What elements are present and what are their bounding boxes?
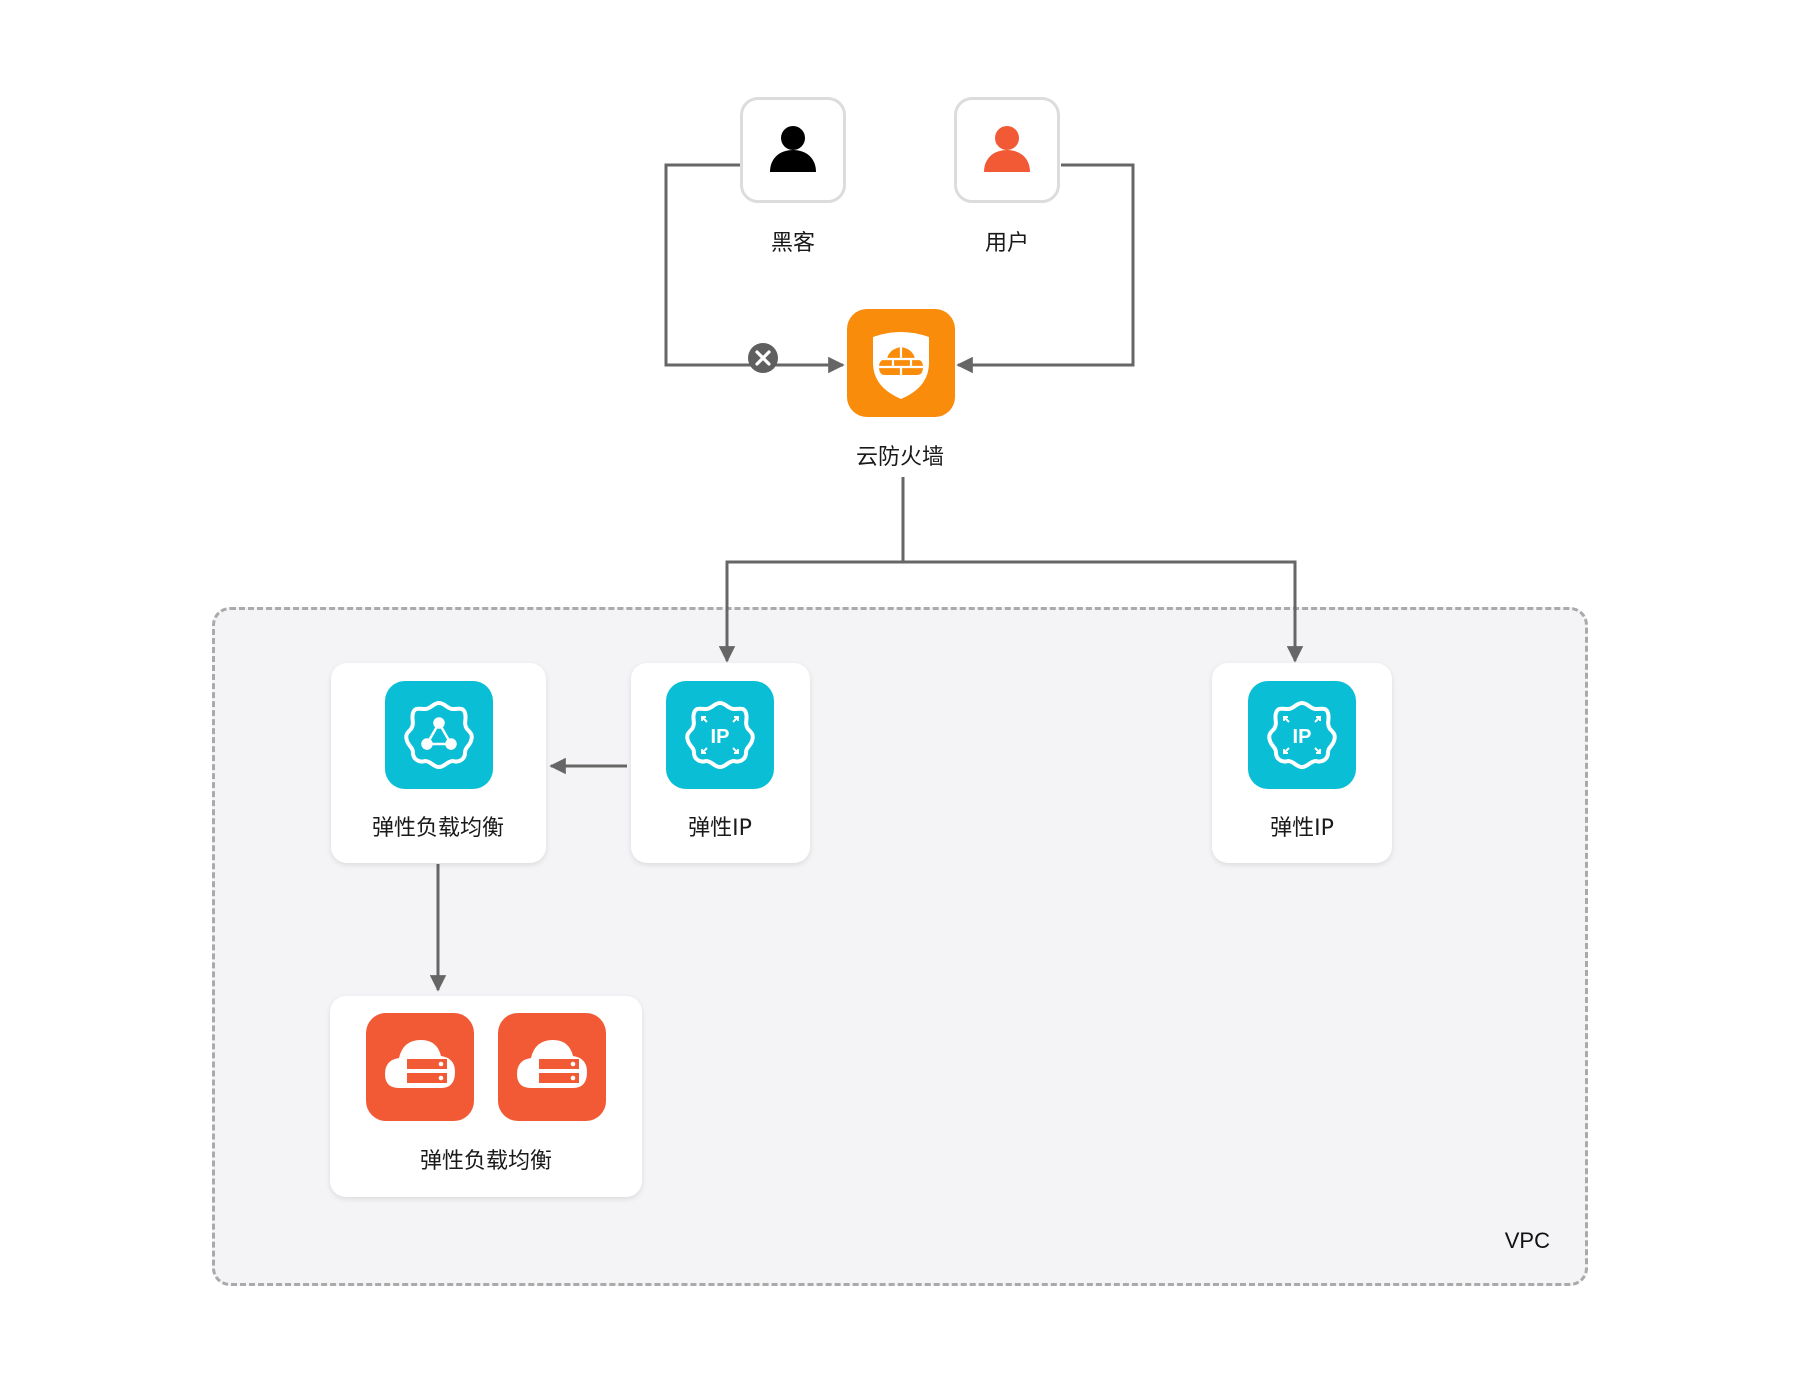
server-tile-2 [498,1013,606,1121]
person-icon [984,126,1030,172]
svg-text:IP: IP [1293,726,1312,748]
cloud-server-icon [385,1040,455,1088]
slb-label: 弹性负载均衡 [371,816,505,841]
firewall-label: 云防火墙 [855,445,945,470]
servers-label: 弹性负载均衡 [419,1149,553,1174]
elastic-ip-icon: IP [685,700,755,770]
close-icon [755,350,771,366]
eip-tile-2: IP [1248,681,1356,789]
blocked-badge [748,343,778,373]
hacker-label: 黑客 [770,231,816,256]
elastic-ip-icon: IP [1267,700,1337,770]
vpc-label: VPC [1504,1228,1550,1253]
slb-node[interactable]: 弹性负载均衡 [331,663,546,863]
edge-firewall-eip-1 [718,560,903,663]
user-node[interactable] [954,97,1060,203]
firewall-shield-icon [873,332,929,399]
hacker-node[interactable] [740,97,846,203]
edge-firewall-eip-2 [903,560,1304,663]
slb-tile [385,681,493,789]
eip-tile-1: IP [666,681,774,789]
servers-node[interactable]: 弹性负载均衡 [330,996,642,1197]
svg-text:IP: IP [711,726,730,748]
user-label: 用户 [984,231,1030,256]
eip-node-2[interactable]: IP 弹性IP [1212,663,1392,863]
eip-node-1[interactable]: IP 弹性IP [631,663,810,863]
eip-label-1: 弹性IP [688,816,752,841]
person-icon [770,126,816,172]
load-balancer-icon [404,700,474,770]
server-tile-1 [366,1013,474,1121]
edge-user-firewall [956,163,1135,374]
eip-label-2: 弹性IP [1270,816,1334,841]
firewall-node[interactable] [847,309,955,417]
cloud-server-icon [517,1040,587,1088]
